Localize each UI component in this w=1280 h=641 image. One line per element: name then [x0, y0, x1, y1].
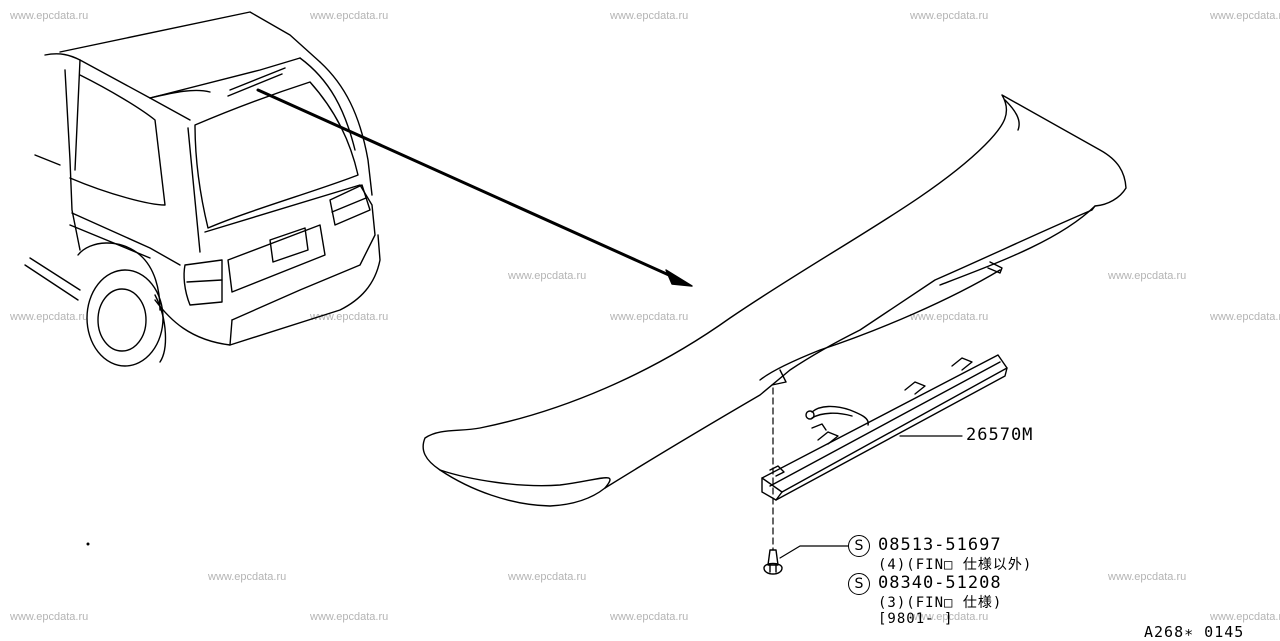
- watermark-text: www.epcdata.ru: [10, 611, 89, 623]
- watermark-text: www.epcdata.ru: [910, 611, 989, 623]
- screw-2-symbol: S: [848, 573, 870, 595]
- screw-1-symbol: S: [848, 535, 870, 557]
- screw-fastener: [763, 387, 849, 575]
- watermark-text: www.epcdata.ru: [610, 10, 689, 22]
- watermark-text: www.epcdata.ru: [1210, 611, 1280, 623]
- lamp-part-number: 26570M: [966, 425, 1034, 445]
- leader-arrow: [256, 88, 693, 287]
- watermark-text: www.epcdata.ru: [610, 311, 689, 323]
- diagram-code: A268∗ 0145: [1144, 623, 1245, 641]
- screw-2-note: (3)(FIN□ 仕様): [878, 595, 1003, 611]
- watermark-text: www.epcdata.ru: [310, 611, 389, 623]
- watermark-text: www.epcdata.ru: [310, 10, 389, 22]
- vehicle-rear-view: [24, 11, 381, 367]
- screw-1-part-number: 08513-51697: [878, 535, 1002, 555]
- watermark-text: www.epcdata.ru: [10, 10, 89, 22]
- watermark-text: www.epcdata.ru: [508, 571, 587, 583]
- watermark-text: www.epcdata.ru: [1108, 270, 1187, 282]
- watermark-text: www.epcdata.ru: [10, 311, 89, 323]
- watermark-text: www.epcdata.ru: [910, 311, 989, 323]
- watermark-text: www.epcdata.ru: [1108, 571, 1187, 583]
- screw-1-note: (4)(FIN□ 仕様以外): [878, 557, 1033, 573]
- screw-2-part-number: 08340-51208: [878, 573, 1002, 593]
- screw-2-date-range: [9801- ]: [878, 611, 954, 627]
- stop-lamp-assembly: [761, 354, 1008, 501]
- watermark-text: www.epcdata.ru: [610, 611, 689, 623]
- watermark-text: www.epcdata.ru: [1210, 10, 1280, 22]
- watermark-text: www.epcdata.ru: [1210, 311, 1280, 323]
- watermark-text: www.epcdata.ru: [910, 10, 989, 22]
- stray-dot: [86, 542, 90, 546]
- watermark-text: www.epcdata.ru: [208, 571, 287, 583]
- watermark-text: www.epcdata.ru: [508, 270, 587, 282]
- rear-spoiler: [422, 94, 1127, 507]
